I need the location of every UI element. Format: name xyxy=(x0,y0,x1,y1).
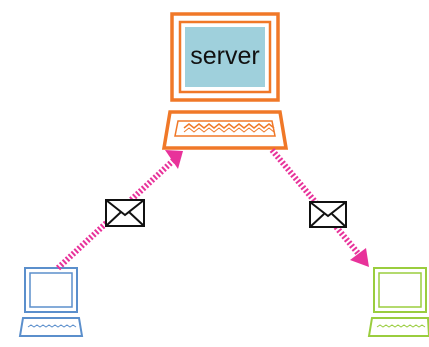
arrow-head xyxy=(350,248,369,267)
left-screen xyxy=(29,272,73,308)
right-client-laptop-icon xyxy=(367,267,429,337)
server-keys-row2 xyxy=(183,127,275,133)
arrow-head xyxy=(165,150,183,169)
left-client-laptop-icon xyxy=(18,267,84,337)
right-keys xyxy=(376,324,426,328)
server-laptop-icon: server xyxy=(161,12,289,150)
server-keys xyxy=(183,123,275,129)
right-screen xyxy=(378,272,422,308)
server-label: server xyxy=(190,42,259,70)
right-keyboard-base xyxy=(367,317,429,337)
arrow-down-right xyxy=(269,148,369,267)
left-keyboard-base xyxy=(18,317,84,337)
envelope-icon xyxy=(105,199,145,227)
server-screen xyxy=(185,27,265,87)
arrow-icon xyxy=(269,148,365,260)
left-keys xyxy=(27,324,77,328)
envelope-icon xyxy=(309,201,347,228)
